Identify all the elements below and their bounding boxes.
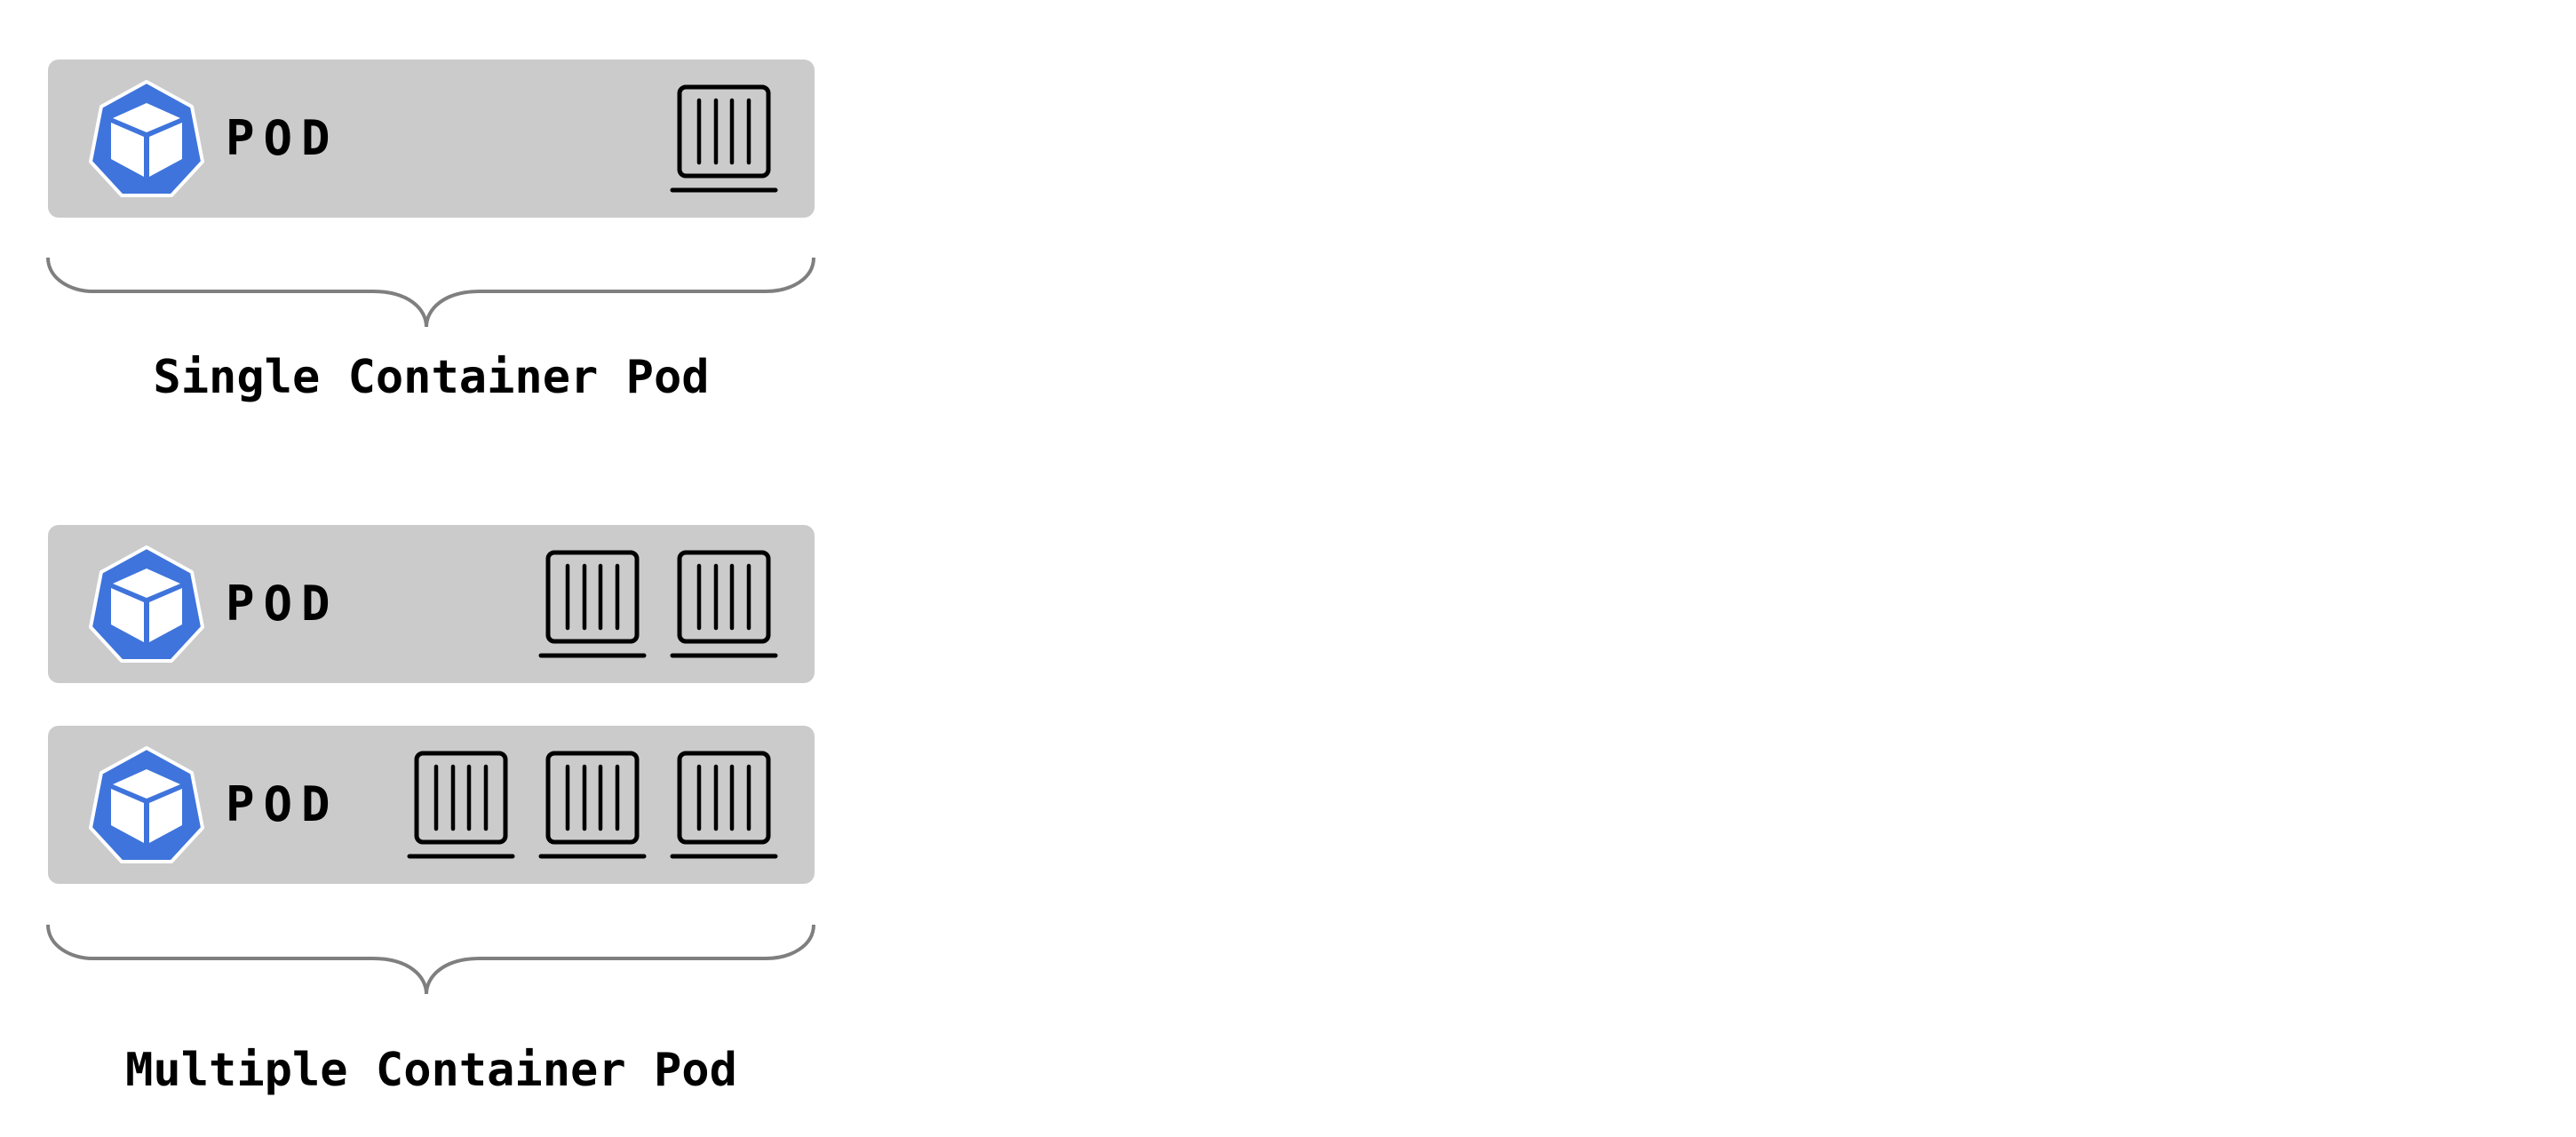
container-icon <box>670 751 778 859</box>
container-icon <box>670 550 778 658</box>
single-pod-brace <box>46 257 815 328</box>
two-container-pod: POD <box>48 525 815 683</box>
container-icon <box>407 751 515 859</box>
pod-label: POD <box>226 110 339 166</box>
container-icon <box>670 84 778 193</box>
multiple-container-pod-caption: Multiple Container Pod <box>125 1044 737 1097</box>
kubernetes-pod-icon <box>89 545 204 663</box>
kubernetes-pod-icon <box>89 80 204 197</box>
multiple-pod-brace <box>46 924 815 995</box>
pod-label: POD <box>226 776 339 832</box>
three-container-pod: POD <box>48 726 815 884</box>
kubernetes-pod-icon <box>89 746 204 863</box>
single-container-pod: POD <box>48 60 815 218</box>
container-icon <box>538 751 647 859</box>
pod-label: POD <box>226 576 339 632</box>
single-container-pod-caption: Single Container Pod <box>153 351 710 404</box>
container-icon <box>538 550 647 658</box>
